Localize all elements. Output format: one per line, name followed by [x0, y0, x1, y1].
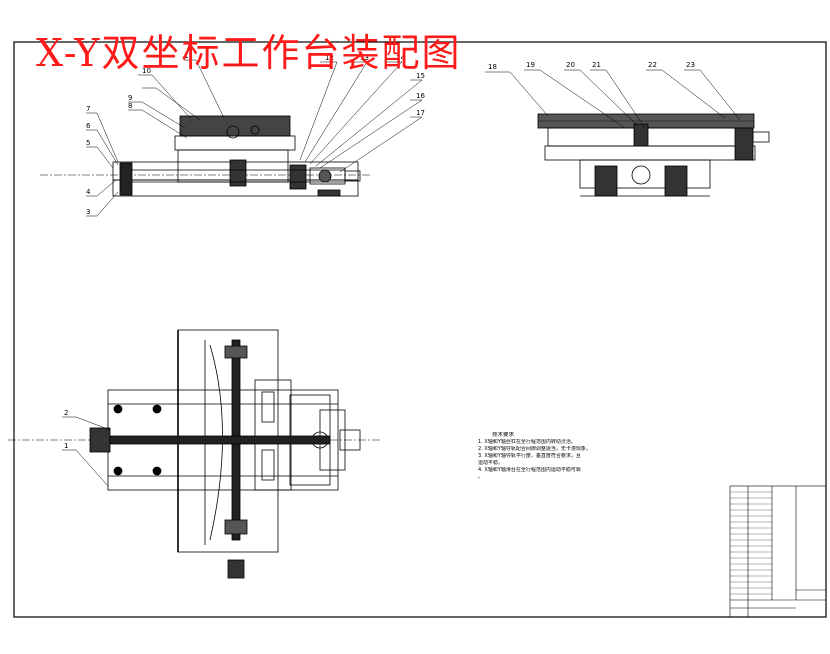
label-6: 6 — [86, 122, 91, 130]
notes-line: 运动平稳。 — [478, 460, 504, 466]
label-3: 3 — [86, 208, 90, 216]
label-23: 23 — [686, 61, 695, 69]
side-view-leaders — [485, 69, 741, 129]
notes-line: 。 — [478, 474, 484, 480]
title-block — [729, 485, 827, 618]
page-title: X-Y双坐标工作台装配图 — [36, 31, 462, 75]
top-view — [8, 329, 380, 579]
label-15: 15 — [416, 72, 425, 80]
label-11: 11 — [184, 52, 193, 60]
label-10: 10 — [142, 67, 151, 75]
notes-line: 1. X轴和Y轴丝杠在全行程范围内转动灵活。 — [478, 439, 576, 445]
front-view-leaders — [86, 59, 423, 217]
side-view-part-labels: 18 19 20 21 22 23 — [488, 61, 695, 71]
label-20: 20 — [566, 61, 575, 69]
label-8: 8 — [128, 102, 132, 110]
notes-heading: 技术要求 — [492, 432, 515, 438]
label-16: 16 — [416, 92, 425, 100]
top-view-leaders — [62, 416, 111, 487]
label-14: 14 — [396, 54, 405, 62]
label-9: 9 — [128, 94, 132, 102]
notes-line: 3. X轴和Y轴导轨平行度，垂直度符合要求，且 — [478, 453, 581, 459]
label-19: 19 — [526, 61, 535, 69]
label-21: 21 — [592, 61, 601, 69]
label-7: 7 — [86, 105, 90, 113]
label-13: 13 — [360, 54, 369, 62]
label-1: 1 — [64, 442, 68, 450]
top-view-part-labels: 2 1 — [64, 409, 68, 450]
label-22: 22 — [648, 61, 657, 69]
drawing-border — [13, 41, 827, 618]
label-4: 4 — [86, 188, 91, 196]
label-17: 17 — [416, 109, 425, 117]
label-5: 5 — [86, 139, 90, 147]
label-2: 2 — [64, 409, 68, 417]
notes-line: 4. X轴和Y轴滑台在全行程范围内运动平稳可靠 — [478, 467, 581, 473]
label-18: 18 — [488, 63, 497, 71]
front-view — [40, 115, 372, 197]
title-block-rows — [730, 491, 772, 595]
notes-line: 2. X轴和Y轴导轨配合间隙调整适当，无卡滞现象。 — [478, 446, 591, 452]
front-view-part-labels: 7 6 5 4 3 9 8 10 11 12 13 14 15 16 17 — [86, 52, 425, 216]
side-view — [537, 113, 770, 197]
technical-notes: 技术要求 1. X轴和Y轴丝杠在全行程范围内转动灵活。 2. X轴和Y轴导轨配合… — [478, 432, 628, 481]
label-12: 12 — [325, 54, 334, 62]
